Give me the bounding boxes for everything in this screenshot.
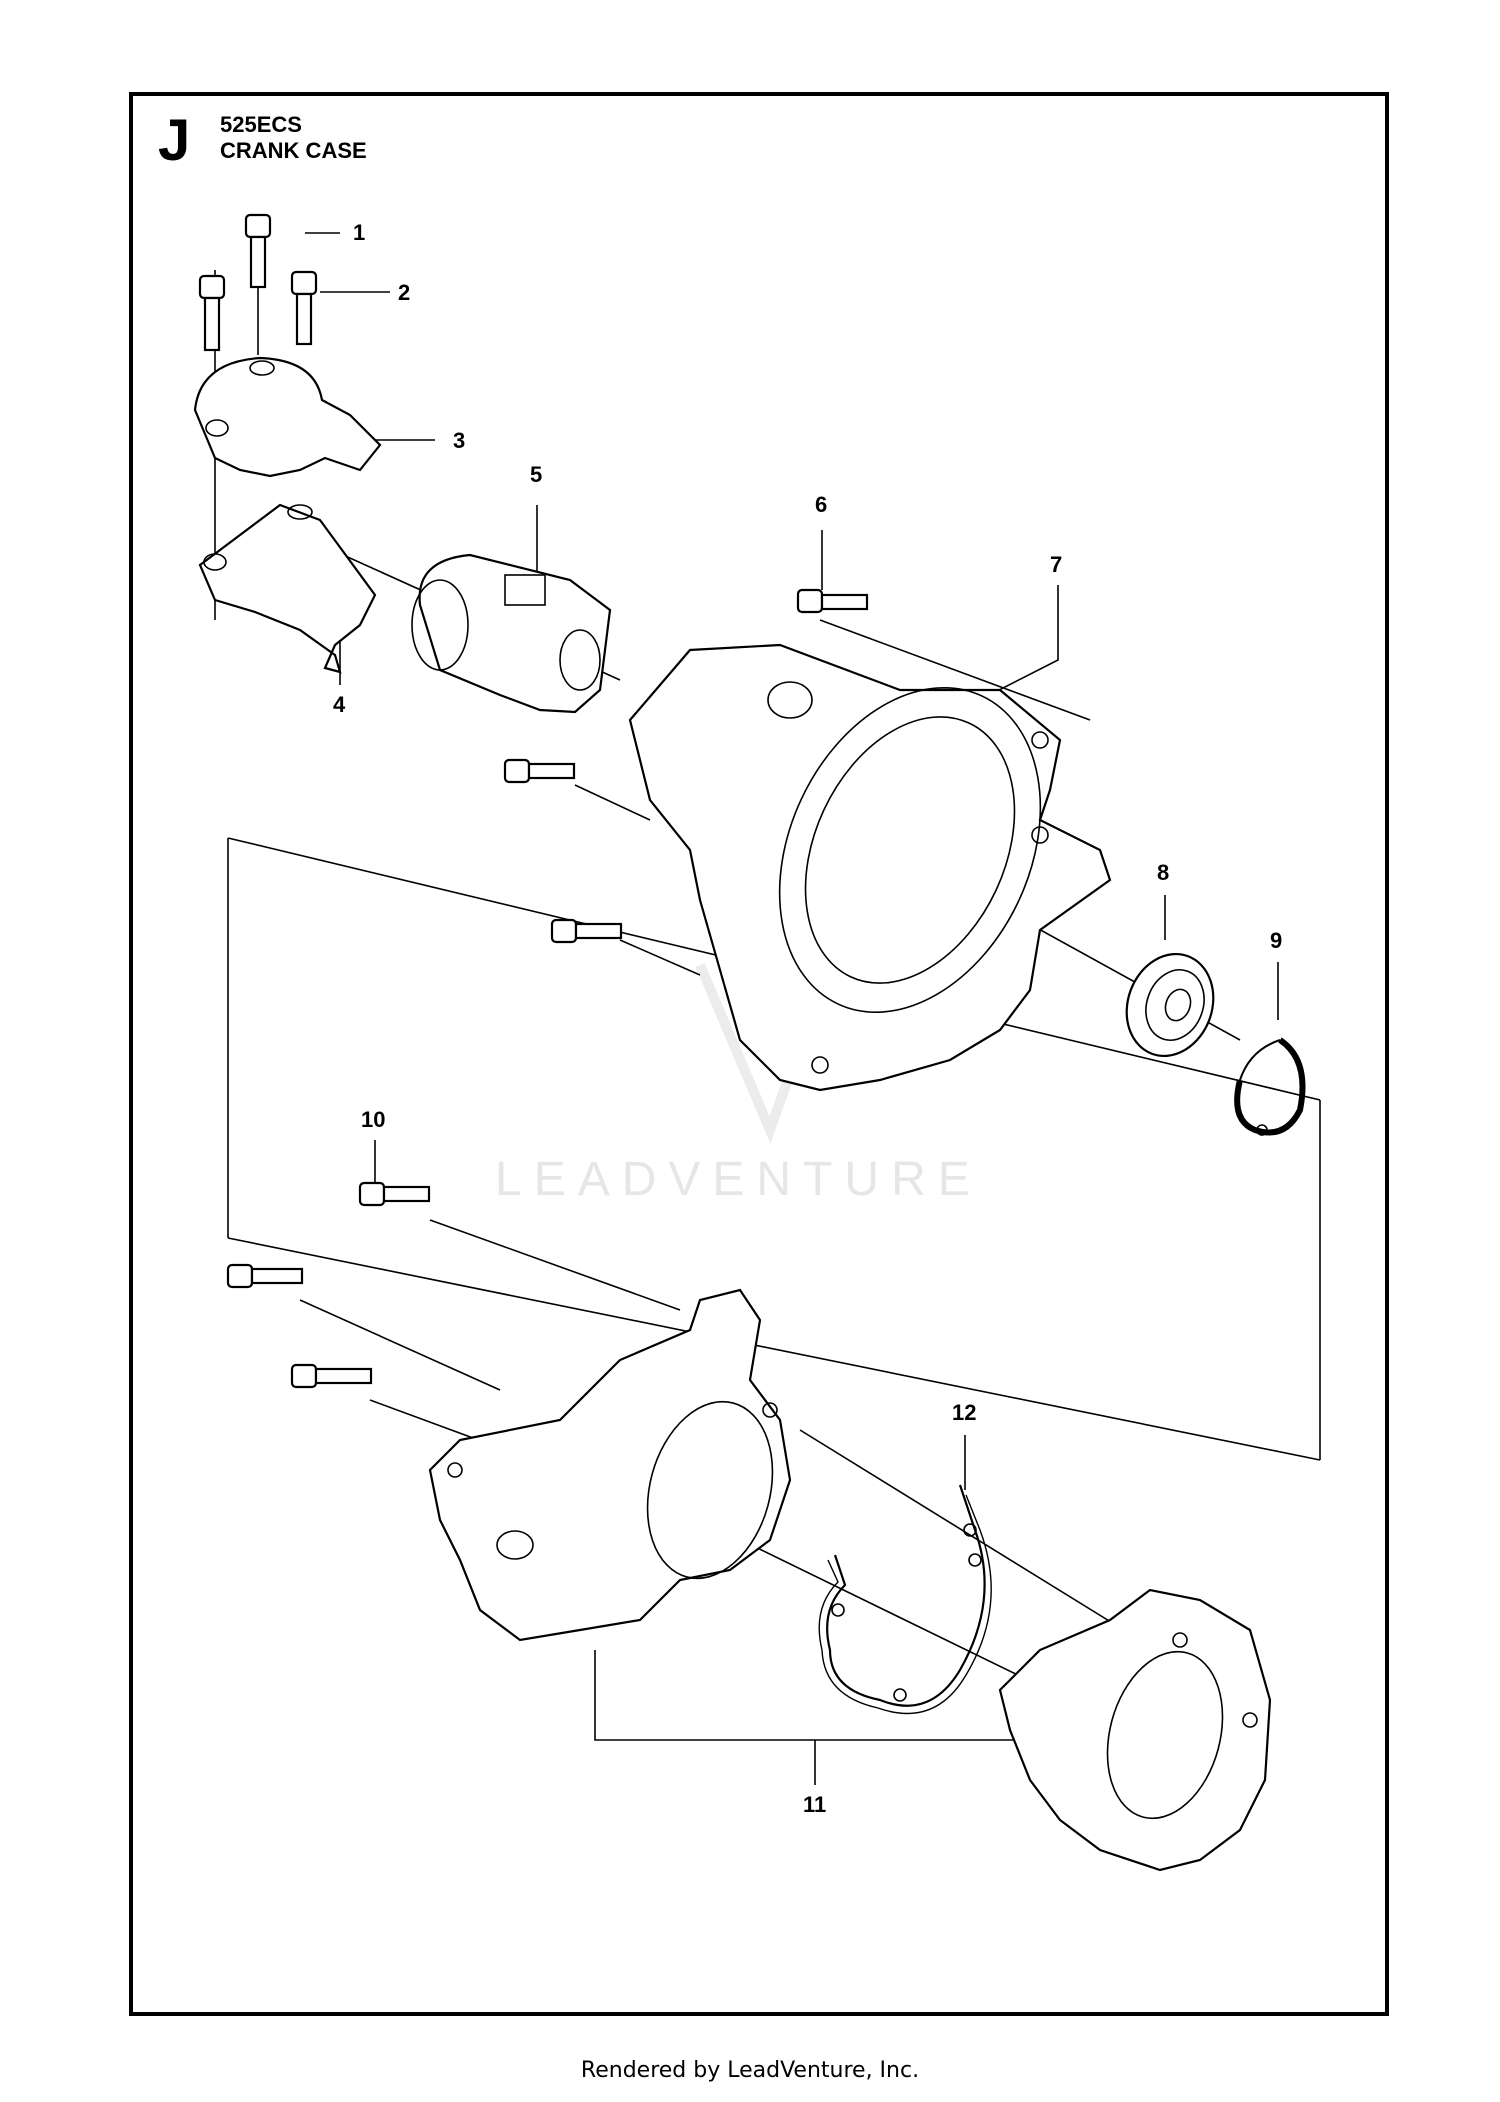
crank-case-left-part-11: [428, 1288, 792, 1642]
callout-8: 8: [1157, 860, 1169, 885]
circlip-part-9: [1234, 1037, 1306, 1136]
callout-2: 2: [398, 280, 410, 305]
callout-7: 7: [1050, 552, 1062, 577]
screw-part-2b: [290, 270, 318, 346]
screw-part-6: [796, 588, 869, 614]
callout-6: 6: [815, 492, 827, 517]
cylinder-part-5: [411, 553, 612, 714]
screw-part-10: [358, 1181, 431, 1207]
callout-12: 12: [952, 1400, 976, 1425]
gasket-part-12: [818, 1484, 992, 1715]
screw-part-1: [244, 213, 272, 289]
callout-5: 5: [530, 462, 542, 487]
callout-1: 1: [353, 220, 365, 245]
section-letter: J: [158, 108, 191, 173]
bearing-cap-upper-part-3: [193, 356, 382, 478]
callout-4: 4: [333, 692, 346, 717]
diagram-title: CRANK CASE: [220, 138, 367, 163]
footer-credit: Rendered by LeadVenture, Inc.: [580, 2058, 920, 2083]
screw-part-2a: [198, 274, 226, 352]
callout-labels: 1 2 3 4 5 6 7 8 9 10 11 12: [333, 220, 1282, 1817]
callout-9: 9: [1270, 928, 1282, 953]
diagram-frame: [129, 92, 1389, 2016]
crank-case-part-7: [628, 643, 1112, 1092]
screw-part-10b: [226, 1263, 304, 1289]
bearing-cap-lower-part-4: [198, 503, 377, 674]
callout-10: 10: [361, 1107, 385, 1132]
model-number: 525ECS: [220, 112, 302, 137]
crank-case-right-part-11: [998, 1588, 1272, 1872]
screw-case-a: [503, 758, 576, 784]
screw-part-10c: [290, 1363, 373, 1389]
callout-11: 11: [803, 1792, 826, 1817]
callout-3: 3: [453, 428, 465, 453]
screw-case-b: [550, 918, 623, 944]
bearing-part-8: [1125, 952, 1215, 1058]
watermark-text: LEADVENTURE: [495, 1153, 982, 1206]
